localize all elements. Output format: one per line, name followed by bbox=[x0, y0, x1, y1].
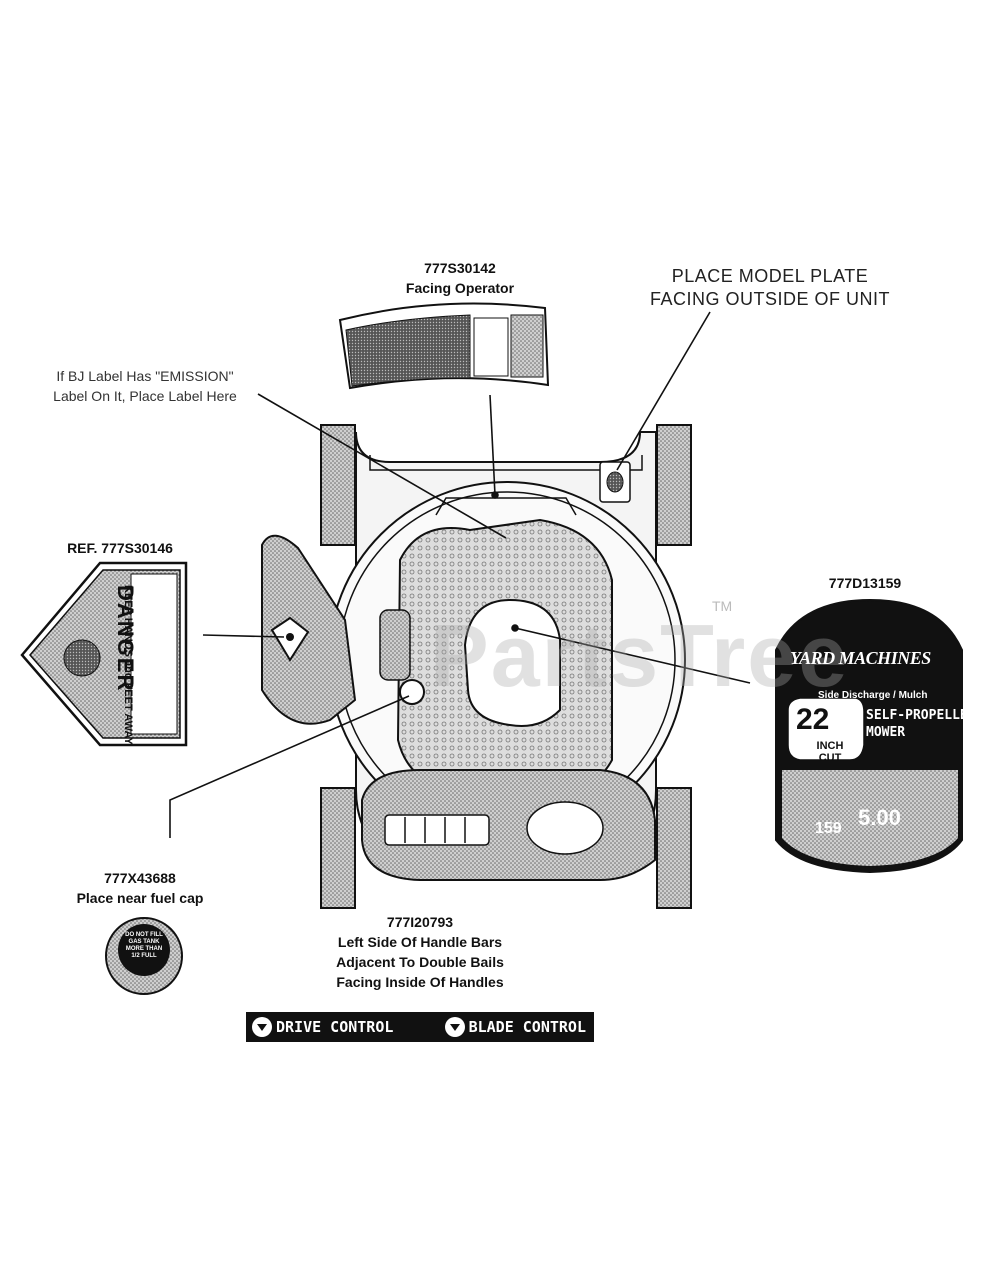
danger-decal-subtext: KEEP HANDS and FEET AWAY bbox=[122, 585, 134, 745]
engine bbox=[379, 518, 613, 793]
rear-baffle bbox=[435, 497, 577, 516]
badge-type-line2: MOWER bbox=[866, 725, 906, 740]
badge-subtitle: Side Discharge / Mulch bbox=[818, 690, 928, 701]
front-right-wheel bbox=[656, 787, 692, 909]
badge-brand: YARD MACHINES bbox=[790, 648, 931, 668]
rear-right-wheel bbox=[656, 424, 692, 546]
front-left-wheel bbox=[320, 787, 356, 909]
operator-decal-placement: Facing Operator bbox=[405, 280, 515, 296]
badge-decal-part-number: 777D13159 bbox=[828, 575, 902, 591]
blade-control-icon bbox=[444, 1017, 465, 1037]
control-bar-decal: DRIVE CONTROL BLADE CONTROL bbox=[246, 1012, 594, 1042]
operator-decal bbox=[338, 302, 550, 390]
emission-note-line2: Label On It, Place Label Here bbox=[53, 388, 237, 404]
drive-control-label: DRIVE CONTROL bbox=[252, 1017, 393, 1037]
blade-control-text: BLADE CONTROL bbox=[468, 1018, 586, 1036]
operator-decal-part-number: 777S30142 bbox=[424, 260, 496, 276]
fuel-cap bbox=[399, 679, 425, 705]
danger-decal-ref: REF. 777S30146 bbox=[67, 540, 173, 556]
badge-type-line1: SELF-PROPELLED bbox=[866, 708, 976, 723]
handle-decal-placement-line1: Left Side Of Handle Bars bbox=[337, 934, 503, 950]
watermark: PartsTree bbox=[430, 606, 850, 705]
blade-control-label: BLADE CONTROL bbox=[444, 1017, 586, 1037]
badge-size-unit: INCH CUT bbox=[810, 740, 850, 764]
danger-decal bbox=[20, 561, 188, 747]
badge-engine-value: 5.00 bbox=[858, 805, 901, 830]
handle-decal-part-number: 777I20793 bbox=[386, 914, 454, 930]
emission-note-line1: If BJ Label Has "EMISSION" bbox=[56, 368, 234, 384]
yard-machines-decal bbox=[775, 598, 963, 874]
leader-lines bbox=[169, 311, 751, 838]
badge-engine-cc: 159 bbox=[815, 820, 842, 837]
model-plate-location bbox=[599, 461, 631, 503]
model-plate-note-line2: FACING OUTSIDE OF UNIT bbox=[649, 289, 890, 309]
drive-control-icon bbox=[252, 1017, 272, 1037]
watermark-trademark: TM bbox=[712, 598, 733, 614]
model-plate-note-line1: PLACE MODEL PLATE bbox=[671, 266, 869, 286]
badge-type: SELF-PROPELLED MOWER bbox=[866, 707, 976, 741]
badge-size-unit-line1: INCH bbox=[816, 740, 844, 752]
discharge-chute bbox=[261, 534, 357, 725]
badge-size-unit-line2: CUT bbox=[818, 752, 842, 764]
front-housing bbox=[361, 769, 656, 881]
handle-decal-placement-line2: Adjacent To Double Bails bbox=[336, 954, 504, 970]
fuel-decal-part-number: 777X43688 bbox=[104, 870, 176, 886]
badge-size: 22 bbox=[796, 703, 830, 736]
fuel-decal-text: DO NOT FILL GAS TANK MORE THAN 1/2 FULL bbox=[125, 932, 163, 959]
handle-decal-placement-line3: Facing Inside Of Handles bbox=[336, 974, 504, 990]
rear-left-wheel bbox=[320, 424, 356, 546]
fuel-decal-placement: Place near fuel cap bbox=[76, 890, 204, 906]
drive-control-text: DRIVE CONTROL bbox=[276, 1018, 394, 1036]
fuel-cap-decal bbox=[105, 917, 183, 995]
